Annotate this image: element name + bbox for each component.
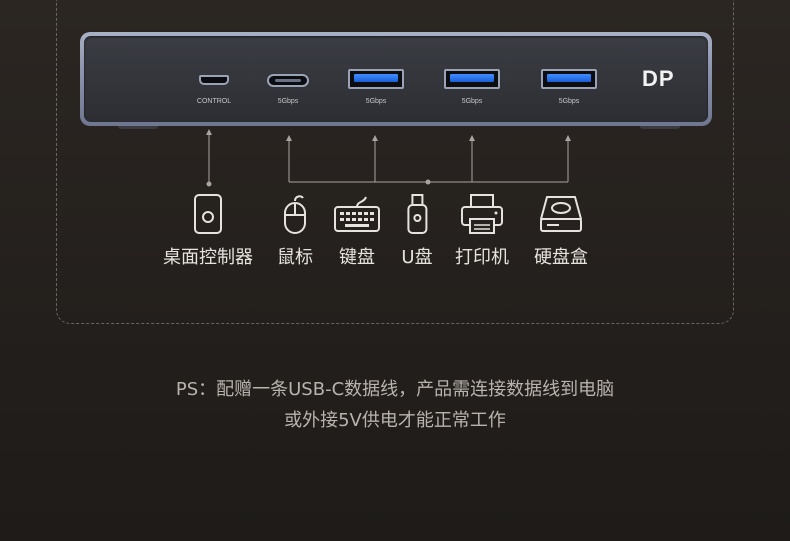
device-usb-drive: U盘 xyxy=(401,193,433,269)
usb-c-port-label: 5Gbps xyxy=(277,98,299,105)
control-port-label: CONTROL xyxy=(196,98,232,105)
control-port xyxy=(199,75,229,85)
device-label: 键盘 xyxy=(339,247,375,268)
hub-front-panel: CONTROL 5Gbps 5Gbps 5Gbps 5Gbps DP xyxy=(84,36,708,122)
dp-logo: DP xyxy=(642,66,675,91)
device-label: 鼠标 xyxy=(277,247,313,268)
usb-a-port-1-label: 5Gbps xyxy=(365,98,387,105)
printer-icon xyxy=(461,194,503,234)
usb-a-port-3-label: 5Gbps xyxy=(558,98,580,105)
hub-foot-right xyxy=(640,124,680,129)
device-label: 打印机 xyxy=(455,247,509,268)
usb-a-port-3 xyxy=(541,69,597,89)
note-line-1: PS：配赠一条USB-C数据线，产品需连接数据线到电脑 xyxy=(175,379,615,400)
device-label: U盘 xyxy=(401,247,433,268)
device-label: 桌面控制器 xyxy=(163,247,253,268)
usb-a-port-2 xyxy=(444,69,500,89)
note-line-2: 或外接5V供电才能正常工作 xyxy=(284,410,506,431)
mouse-icon xyxy=(284,195,306,234)
device-desktop-controller: 桌面控制器 xyxy=(163,193,253,269)
desktop-controller-icon xyxy=(194,194,222,234)
usb-drive-icon xyxy=(407,194,427,234)
keyboard-icon xyxy=(334,196,380,232)
hub-foot-left xyxy=(118,124,158,129)
dashed-frame xyxy=(56,0,734,324)
device-printer: 打印机 xyxy=(455,193,509,269)
usb-a-port-2-label: 5Gbps xyxy=(461,98,483,105)
device-hard-drive-box: 硬盘盒 xyxy=(534,193,588,269)
hard-drive-box-icon xyxy=(540,196,582,232)
usb-hub: CONTROL 5Gbps 5Gbps 5Gbps 5Gbps DP xyxy=(80,32,712,126)
usb-a-port-1 xyxy=(348,69,404,89)
device-mouse: 鼠标 xyxy=(277,193,313,269)
device-keyboard: 键盘 xyxy=(332,193,382,269)
usb-c-port xyxy=(267,74,309,87)
device-label: 硬盘盒 xyxy=(534,247,588,268)
